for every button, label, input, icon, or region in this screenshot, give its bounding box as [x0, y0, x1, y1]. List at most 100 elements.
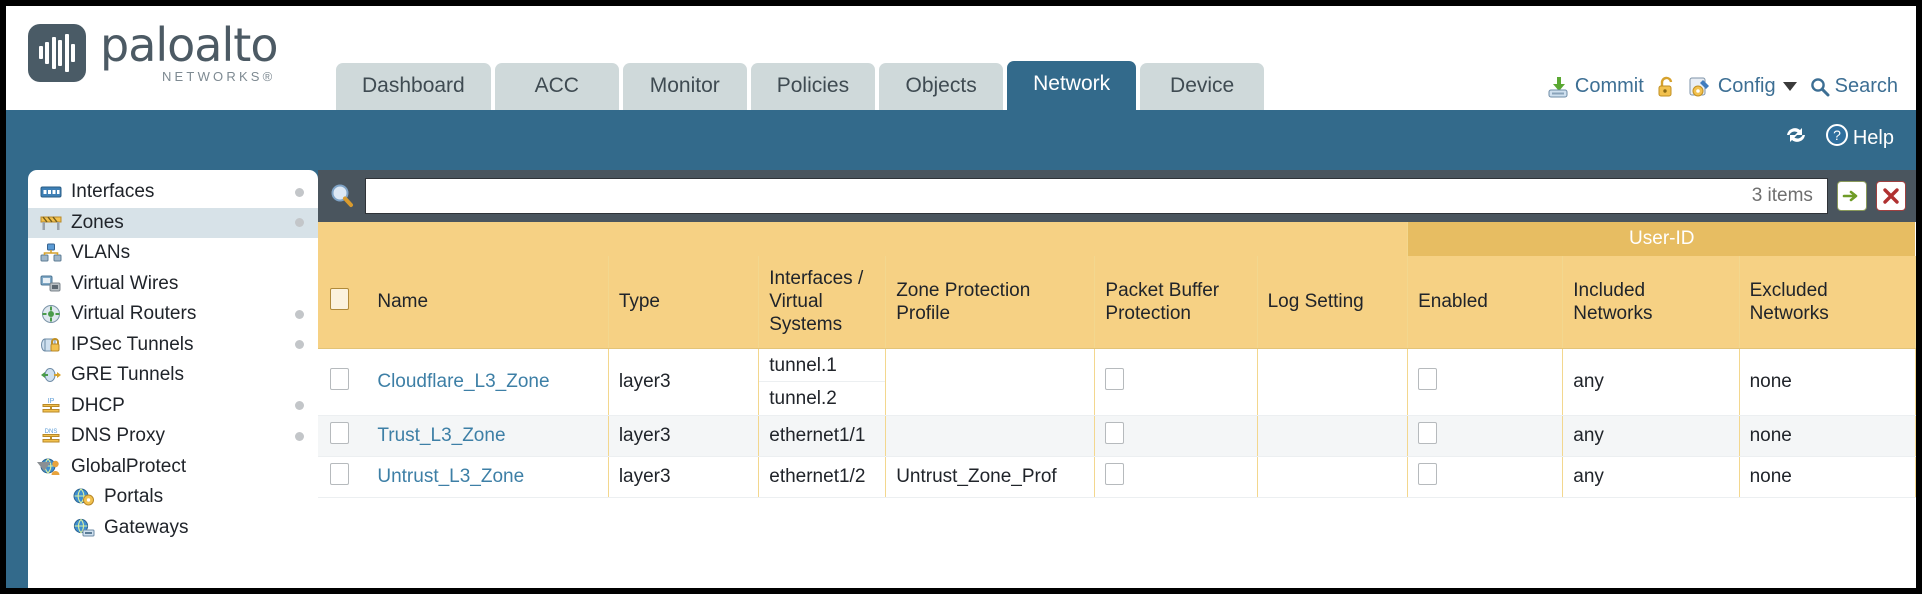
brand-name: paloalto: [100, 18, 278, 72]
dns-proxy-icon: DNS: [40, 426, 62, 446]
packet-buffer-protection-checkbox[interactable]: [1105, 421, 1125, 444]
log-setting-cell: [1257, 456, 1409, 498]
userid-enabled-cell: [1407, 456, 1564, 498]
search-label: Search: [1834, 75, 1898, 97]
sidebar-item-zones[interactable]: Zones: [28, 207, 318, 238]
sidebar-item-interfaces[interactable]: Interfaces: [28, 177, 318, 208]
column-header-enabled[interactable]: Enabled: [1407, 256, 1564, 349]
zone-name-link[interactable]: Trust_L3_Zone: [377, 424, 506, 446]
sidebar-item-dhcp[interactable]: IP DHCP: [28, 391, 318, 422]
vlans-icon: [40, 243, 62, 263]
packet-buffer-protection-checkbox[interactable]: [1105, 367, 1125, 390]
row-select-checkbox[interactable]: [330, 462, 349, 485]
sidebar-item-status-dot: [295, 340, 304, 350]
column-header-zone-protection-profile[interactable]: Zone Protection Profile: [885, 256, 1096, 349]
config-menu[interactable]: Config: [1689, 75, 1797, 98]
tab-dashboard[interactable]: Dashboard: [336, 63, 491, 110]
column-header-type[interactable]: Type: [608, 256, 760, 349]
row-select-checkbox[interactable]: [330, 367, 349, 390]
tab-objects[interactable]: Objects: [879, 63, 1004, 110]
sidebar-item-gre-tunnels[interactable]: GRE Tunnels: [28, 360, 318, 391]
sidebar-item-label: DNS Proxy: [71, 425, 165, 447]
sidebar-item-portals[interactable]: Portals: [28, 482, 318, 513]
row-select-cell: [318, 415, 368, 457]
row-select-cell: [318, 348, 368, 416]
svg-text:?: ?: [1833, 127, 1841, 143]
filter-magnifier-icon[interactable]: [328, 182, 356, 210]
zone-name-link[interactable]: Cloudflare_L3_Zone: [377, 370, 550, 392]
userid-enabled-cell: [1407, 415, 1564, 457]
sidebar-item-label: Portals: [104, 486, 164, 508]
column-header-interfaces-virtual-systems[interactable]: Interfaces / Virtual Systems: [758, 256, 887, 349]
select-all-header: [318, 256, 368, 349]
apply-filter-button[interactable]: [1836, 181, 1867, 211]
sidebar-item-label: Gateways: [104, 516, 189, 538]
help-button[interactable]: ? Help: [1825, 123, 1894, 153]
row-select-checkbox[interactable]: [330, 421, 349, 444]
sidebar-item-globalprotect[interactable]: GlobalProtect: [28, 452, 318, 483]
help-question-icon: ?: [1825, 123, 1849, 153]
zone-name-link[interactable]: Untrust_L3_Zone: [377, 465, 525, 487]
packet-buffer-protection-cell: [1094, 456, 1258, 498]
virtual-routers-icon: [40, 304, 62, 324]
sidebar-item-label: DHCP: [71, 394, 125, 416]
excluded-networks-cell: none: [1739, 415, 1916, 457]
search-button[interactable]: Search: [1810, 75, 1898, 98]
refresh-icon[interactable]: [1783, 124, 1809, 152]
userid-enabled-checkbox[interactable]: [1418, 421, 1438, 444]
commit-label: Commit: [1574, 75, 1644, 97]
column-header-included-networks[interactable]: Included Networks: [1562, 256, 1740, 349]
sidebar-item-ipsec-tunnels[interactable]: IPSec Tunnels: [28, 330, 318, 361]
tab-device[interactable]: Device: [1140, 63, 1265, 110]
lock-button[interactable]: [1657, 76, 1676, 98]
user-id-group-header: User-ID: [1407, 222, 1916, 256]
zones-icon: [40, 213, 62, 233]
sidebar-item-label: Zones: [71, 211, 124, 233]
expand-collapse-triangle-icon[interactable]: [37, 462, 51, 472]
column-header-excluded-networks[interactable]: Excluded Networks: [1739, 256, 1916, 349]
unlock-padlock-icon: [1657, 76, 1676, 98]
paloalto-logo-icon: [28, 23, 86, 82]
commit-button[interactable]: Commit: [1546, 75, 1644, 98]
zone-protection-profile-cell: Untrust_Zone_Prof: [885, 456, 1096, 498]
zone-name-cell: Untrust_L3_Zone: [367, 456, 609, 498]
sidebar-item-virtual-wires[interactable]: Virtual Wires: [28, 269, 318, 300]
tab-acc[interactable]: ACC: [494, 63, 619, 110]
packet-buffer-protection-checkbox[interactable]: [1105, 462, 1125, 485]
excluded-networks-cell: none: [1739, 456, 1916, 498]
included-networks-cell: any: [1562, 415, 1740, 457]
excluded-networks-cell: none: [1739, 348, 1916, 416]
search-magnifier-icon: [1810, 77, 1830, 97]
sidebar-item-dns-proxy[interactable]: DNS DNS Proxy: [28, 421, 318, 452]
sidebar-item-label: Interfaces: [71, 181, 155, 203]
tab-policies[interactable]: Policies: [750, 63, 876, 110]
clear-filter-button[interactable]: [1875, 181, 1906, 211]
zone-protection-profile-cell: [885, 348, 1096, 416]
userid-enabled-checkbox[interactable]: [1418, 462, 1438, 485]
sidebar-item-vlans[interactable]: VLANs: [28, 238, 318, 269]
tab-monitor[interactable]: Monitor: [622, 63, 747, 110]
sidebar-item-gateways[interactable]: Gateways: [28, 513, 318, 544]
column-header-name[interactable]: Name: [367, 256, 609, 349]
svg-text:DNS: DNS: [45, 429, 58, 435]
brand-tagline: NETWORKS®: [161, 69, 276, 84]
sidebar-item-label: GlobalProtect: [71, 455, 187, 477]
sidebar-item-label: IPSec Tunnels: [71, 333, 194, 355]
svg-text:IP: IP: [48, 398, 55, 405]
filter-input[interactable]: 3 items: [365, 178, 1828, 214]
included-networks-cell: any: [1562, 348, 1740, 416]
userid-enabled-cell: [1407, 348, 1564, 416]
zone-name-cell: Trust_L3_Zone: [367, 415, 609, 457]
userid-enabled-checkbox[interactable]: [1418, 367, 1438, 390]
sidebar-item-virtual-routers[interactable]: Virtual Routers: [28, 299, 318, 330]
interface-entry: ethernet1/2: [769, 466, 866, 487]
select-all-checkbox[interactable]: [330, 287, 349, 310]
column-header-log-setting[interactable]: Log Setting: [1257, 256, 1409, 349]
column-header-packet-buffer-protection[interactable]: Packet Buffer Protection: [1094, 256, 1258, 349]
tab-network[interactable]: Network: [1007, 61, 1137, 110]
